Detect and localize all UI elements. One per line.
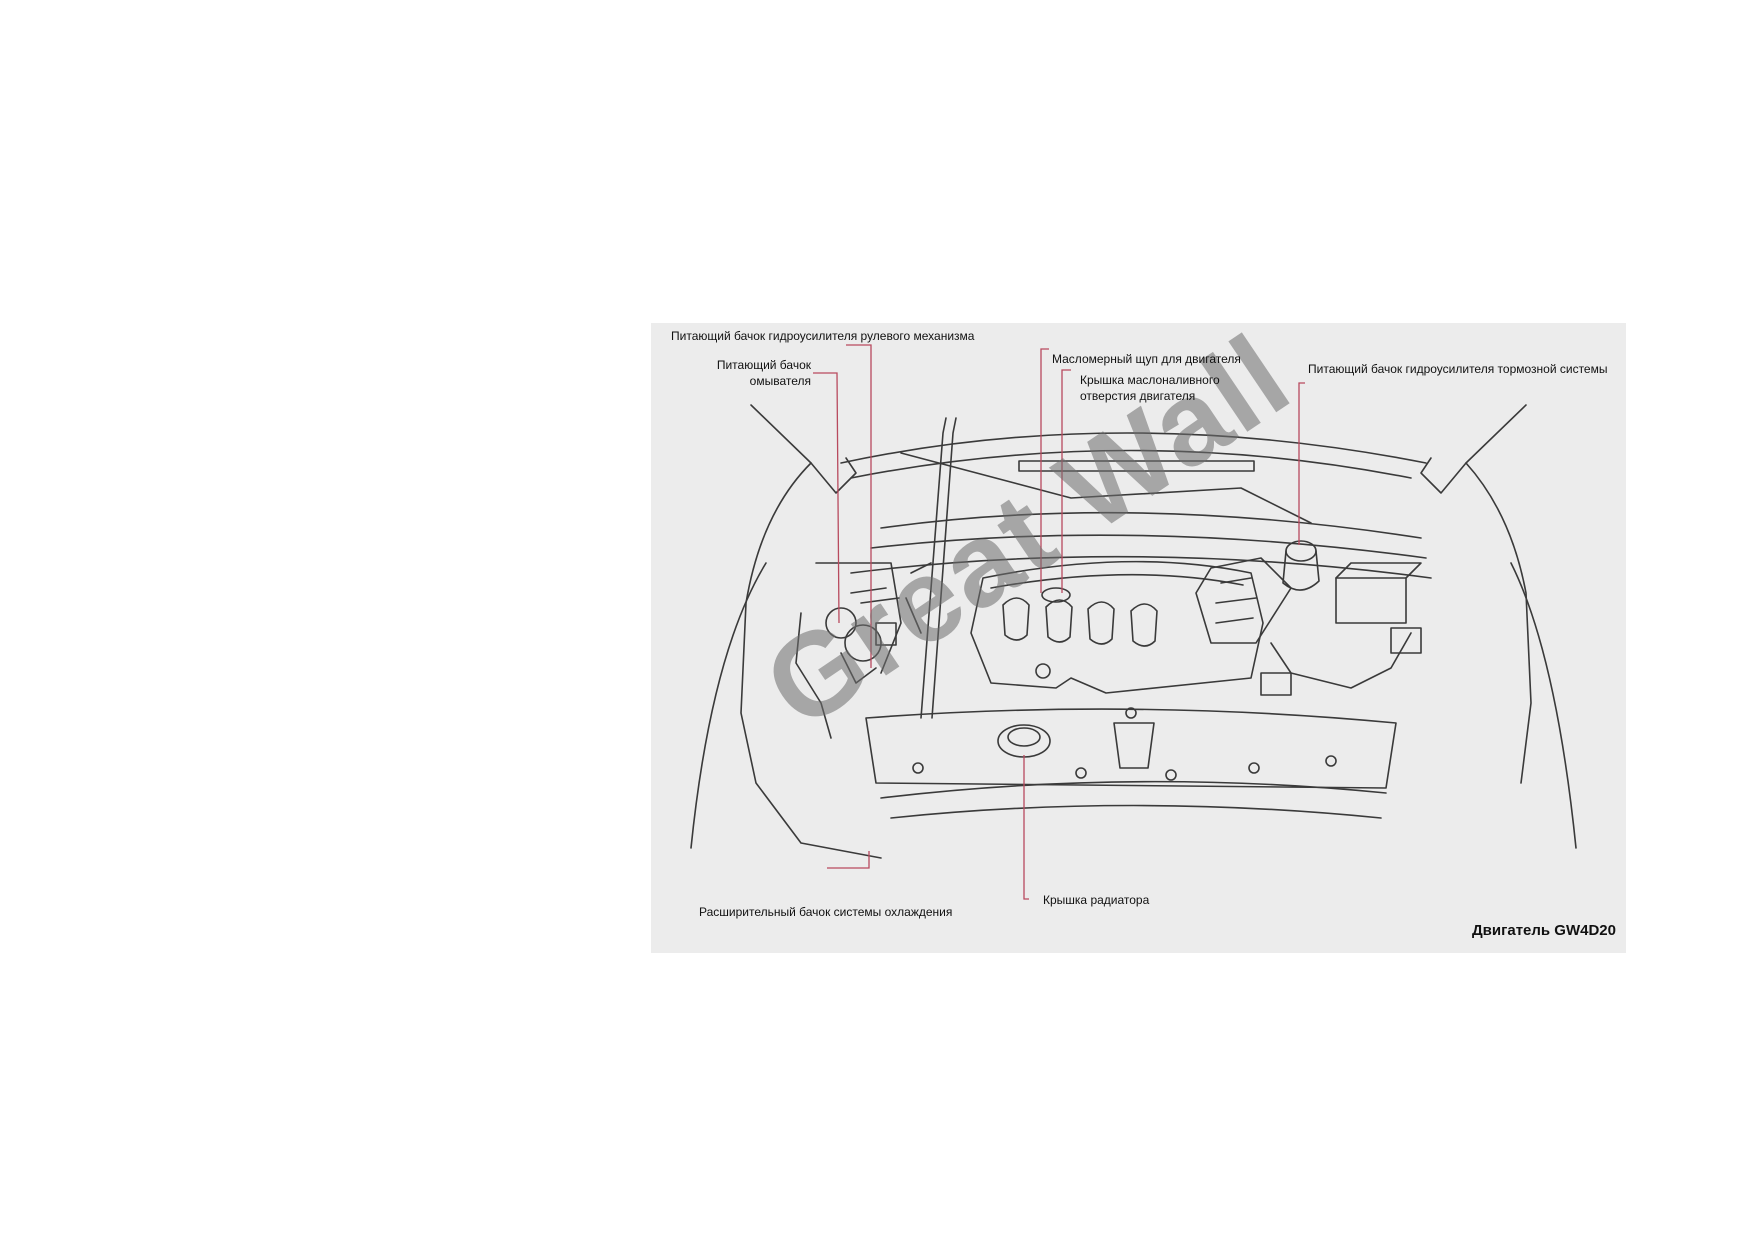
label-brake-reservoir: Питающий бачок гидроусилителя тормозной … bbox=[1308, 362, 1608, 376]
engine-bay-drawing bbox=[690, 344, 1577, 900]
label-washer-reservoir-2: омывателя bbox=[749, 374, 811, 388]
label-washer-reservoir-1: Питающий бачок bbox=[716, 358, 811, 372]
label-oil-dipstick: Масломерный щуп для двигателя bbox=[1052, 352, 1241, 366]
label-oil-cap-2: отверстия двигателя bbox=[1080, 389, 1196, 403]
engine-diagram-panel: Great Wall Питающий бачок гидроусилителя… bbox=[651, 310, 1626, 953]
label-coolant-tank: Расширительный бачок системы охлаждения bbox=[699, 905, 953, 919]
label-radiator-cap: Крышка радиатора bbox=[1043, 893, 1150, 907]
label-steering-reservoir: Питающий бачок гидроусилителя рулевого м… bbox=[671, 329, 975, 343]
diagram-caption: Двигатель GW4D20 bbox=[1471, 922, 1616, 939]
label-oil-cap-1: Крышка маслоналивного bbox=[1080, 373, 1220, 387]
